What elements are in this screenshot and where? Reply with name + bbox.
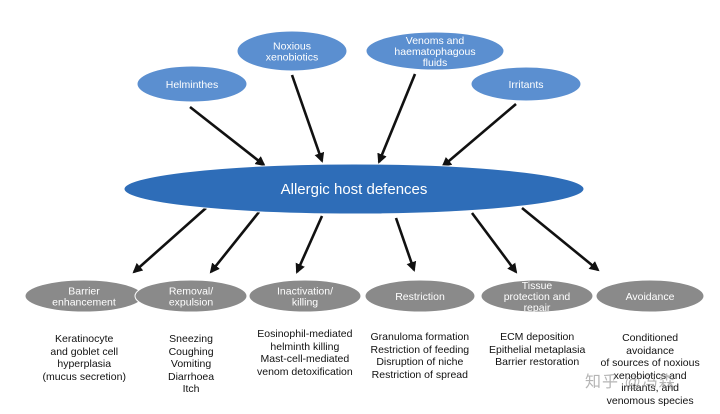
detail-line: Vomiting [170,358,212,371]
detail-line: Restriction of feeding [370,343,470,356]
source-irritants-label: Irritants [508,79,543,91]
detail-line: Itch [182,383,200,396]
detail-line: irritants, and [621,382,679,395]
detail-line: Barrier restoration [495,356,580,369]
arrow-center-to-removal [209,211,261,274]
outcome-avoidance-label: Avoidance [626,291,675,303]
center-ellipse [123,163,585,215]
detail-line: Coughing [168,345,214,358]
arrow-noxious-xenobiotics-to-center [290,74,325,163]
detail-line: helminth killing [270,340,340,353]
detail-line: Disruption of niche [376,356,464,369]
detail-line: Conditioned [622,332,679,344]
source-irritants-ellipse [470,66,582,102]
detail-line: Epithelial metaplasia [489,343,586,356]
detail-line: of sources of noxious [600,357,700,370]
center-node: Allergic host defences [123,163,585,215]
detail-line: hyperplasia [57,358,112,371]
detail-line: xenobiotics and [613,369,687,382]
detail-line: Mast-cell-mediated [260,353,350,366]
detail-line: Keratinocyte [55,333,114,345]
arrow-center-to-avoidance [521,206,600,272]
arrow-center-to-barrier [132,207,207,274]
outcome-inactivation-label: Inactivation/killing [277,285,333,308]
arrow-irritants-to-center [441,103,517,168]
outcome-avoidance-ellipse [595,279,705,313]
outcome-restriction-ellipse [364,279,476,313]
outcome-inactivation-ellipse [248,279,362,313]
outcome-restriction-label: Restriction [395,291,445,303]
detail-line: Diarrhoea [168,370,215,383]
detail-line: ECM deposition [500,331,575,343]
source-venoms-ellipse [365,31,505,71]
watermark-text: 知乎 @冯森 [585,374,676,391]
source-noxious-xenobiotics-ellipse [236,30,348,72]
detail-line: venom detoxification [257,365,353,378]
arrow-venoms-to-center [377,73,417,164]
detail-line: (mucus secretion) [42,370,126,383]
source-helminthes-label: Helminthes [166,79,219,91]
center-label: Allergic host defences [281,181,428,198]
outcome-removal-label: Removal/expulsion [169,285,214,308]
detail-line: Sneezing [169,333,213,345]
arrow-center-to-tissue [470,212,518,274]
arrows-layer [132,73,600,274]
detail-line: Granuloma formation [370,331,470,343]
arrow-helminthes-to-center [189,105,266,167]
detail-line: avoidance [626,344,675,357]
arrow-center-to-inactivation [295,215,324,274]
detail-line: and goblet cell [50,345,119,358]
source-helminthes-ellipse [136,65,248,103]
arrow-center-to-restriction [394,217,417,272]
detail-line: venomous species [606,394,694,407]
detail-line: Restriction of spread [371,368,468,381]
detail-line: Eosinophil-mediated [257,328,353,340]
outcome-tissue-ellipse [480,279,594,313]
outcome-removal-ellipse [134,279,248,313]
